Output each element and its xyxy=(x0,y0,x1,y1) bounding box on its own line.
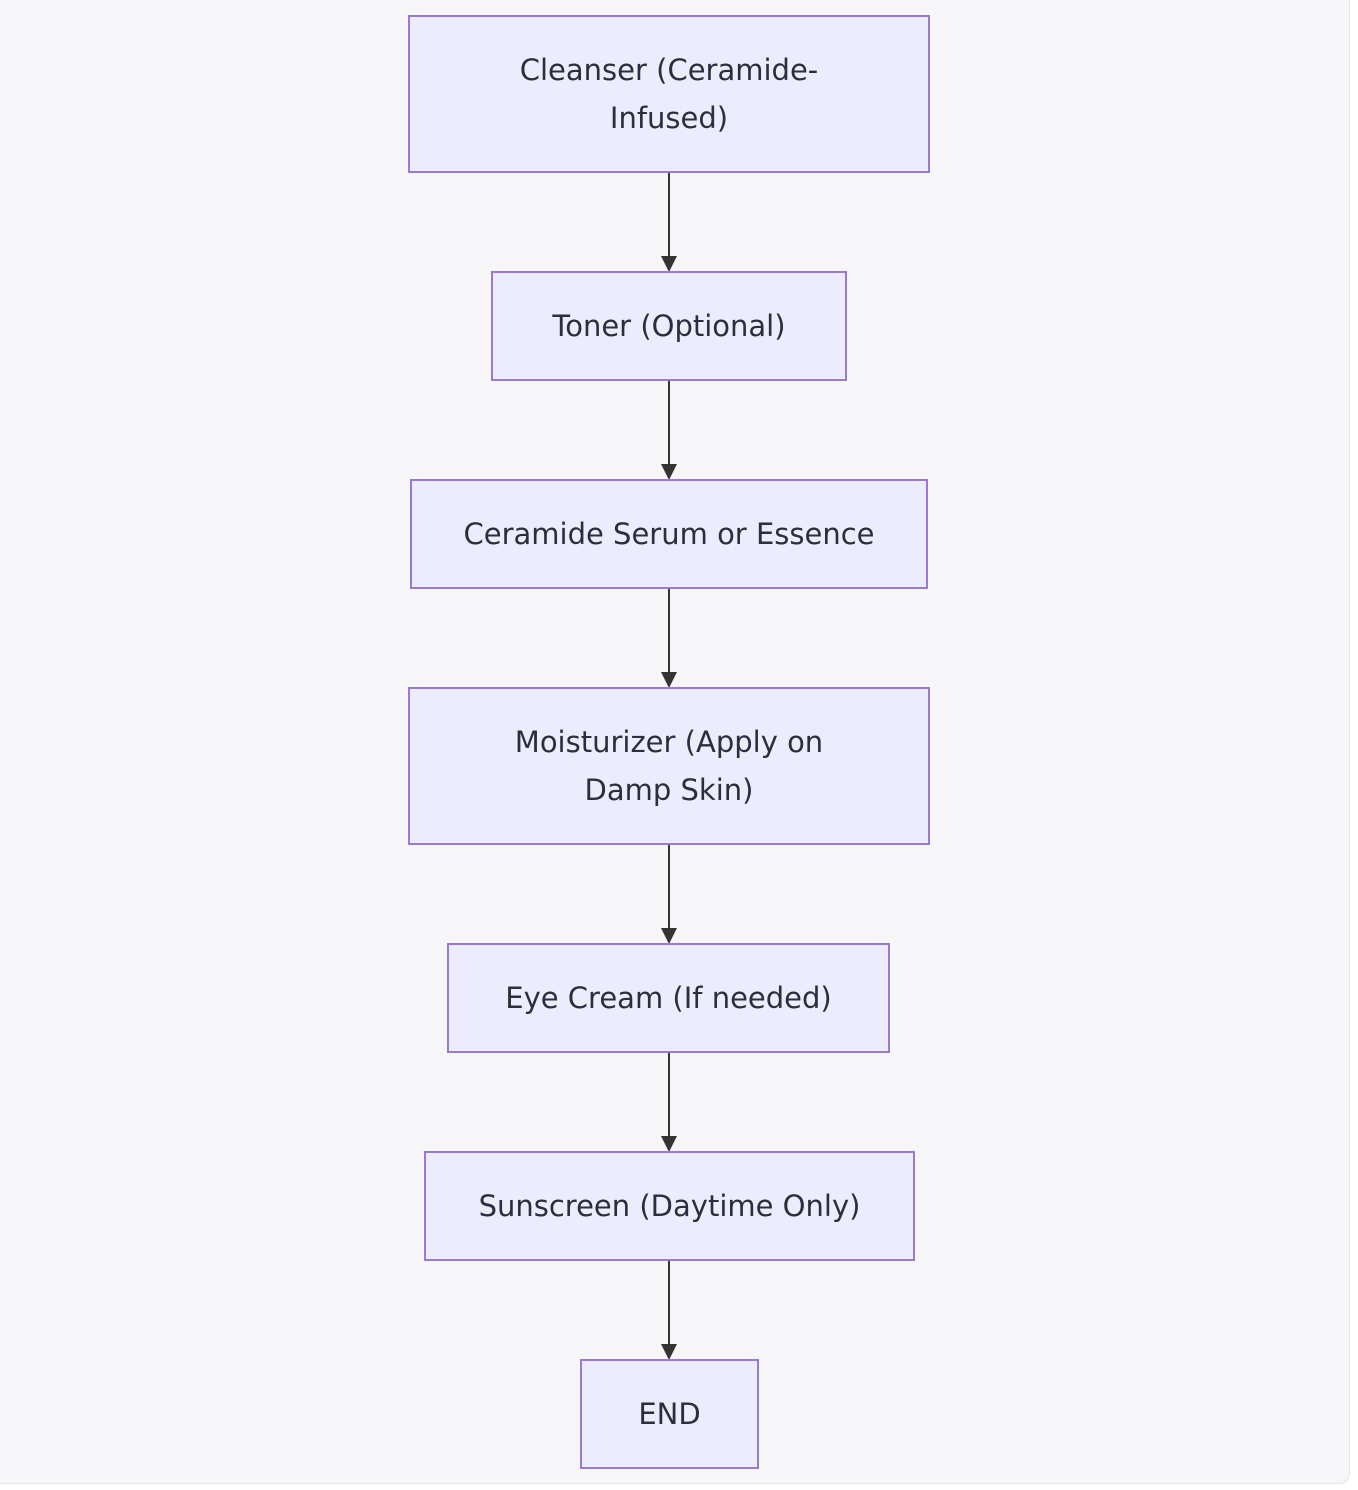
node-box xyxy=(447,943,890,1053)
node-sunscreen: Sunscreen (Daytime Only) xyxy=(424,1151,915,1261)
node-moisturizer: Moisturizer (Apply on Damp Skin) xyxy=(408,687,930,845)
node-cleanser: Cleanser (Ceramide- Infused) xyxy=(408,15,930,173)
arrowhead-icon xyxy=(661,928,677,944)
node-label: Eye Cream (If needed) xyxy=(505,981,832,1015)
node-box xyxy=(408,687,930,845)
arrowhead-icon xyxy=(661,256,677,272)
edge-sunscreen-to-end xyxy=(661,1260,677,1360)
node-box xyxy=(424,1151,915,1261)
edge-eye-cream-to-sunscreen xyxy=(661,1052,677,1152)
arrowhead-icon xyxy=(661,1344,677,1360)
node-label: Toner (Optional) xyxy=(551,309,785,343)
node-label: END xyxy=(638,1397,700,1431)
node-toner: Toner (Optional) xyxy=(491,271,847,381)
node-box xyxy=(410,479,928,589)
node-label: Cleanser (Ceramide- xyxy=(520,53,819,87)
edge-serum-to-moisturizer xyxy=(661,588,677,688)
arrowhead-icon xyxy=(661,672,677,688)
arrowhead-icon xyxy=(661,464,677,480)
node-label: Damp Skin) xyxy=(585,773,754,807)
edge-moisturizer-to-eye-cream xyxy=(661,844,677,944)
edge-toner-to-serum xyxy=(661,380,677,480)
node-serum: Ceramide Serum or Essence xyxy=(410,479,928,589)
node-box xyxy=(580,1359,759,1469)
edge-cleanser-to-toner xyxy=(661,172,677,272)
node-label: Moisturizer (Apply on xyxy=(515,725,823,759)
arrowhead-icon xyxy=(661,1136,677,1152)
node-label: Ceramide Serum or Essence xyxy=(463,517,874,551)
node-eye-cream: Eye Cream (If needed) xyxy=(447,943,890,1053)
node-label: Infused) xyxy=(610,101,728,135)
node-label: Sunscreen (Daytime Only) xyxy=(479,1189,861,1223)
node-box xyxy=(408,15,930,173)
node-end: END xyxy=(580,1359,759,1469)
node-box xyxy=(491,271,847,381)
